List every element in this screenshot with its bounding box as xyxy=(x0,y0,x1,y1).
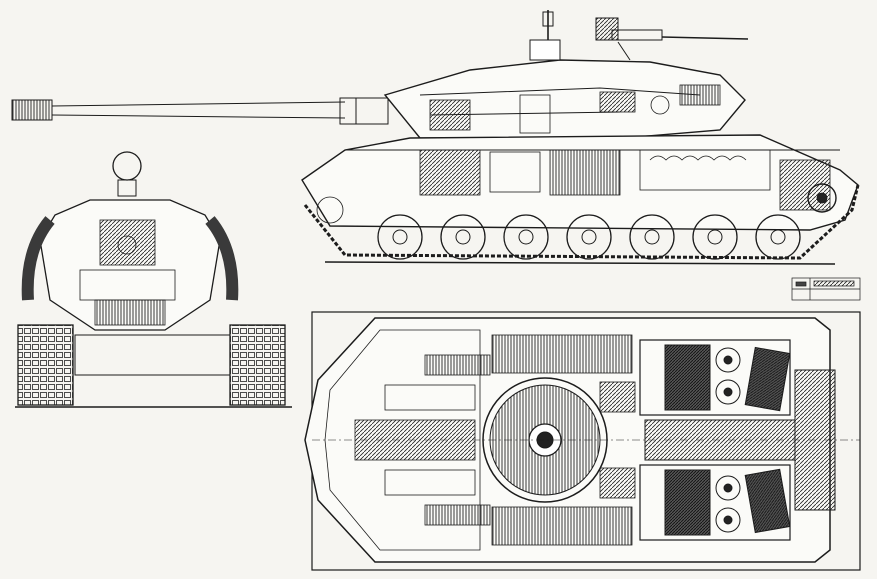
top-view xyxy=(304,311,861,571)
commander-cupola xyxy=(529,10,561,61)
side-view xyxy=(11,10,860,265)
title-block xyxy=(791,277,861,301)
hull-internals xyxy=(316,149,837,224)
right-side-armor xyxy=(205,216,239,301)
front-view xyxy=(15,151,292,408)
left-side-armor xyxy=(21,216,55,301)
ammo-racks xyxy=(354,334,636,546)
right-track xyxy=(229,324,286,406)
periscope xyxy=(112,151,142,181)
turret-ring xyxy=(482,377,608,503)
gun-barrel xyxy=(11,97,389,125)
aa-machine-gun xyxy=(595,17,749,61)
track xyxy=(303,184,860,260)
road-wheels xyxy=(377,214,801,260)
left-track xyxy=(17,324,74,406)
ground-line xyxy=(324,261,836,265)
turret-internals xyxy=(429,84,721,134)
